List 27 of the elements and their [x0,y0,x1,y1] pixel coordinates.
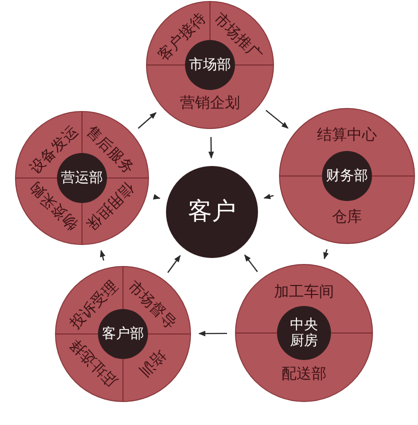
segment-label: 配送部 [282,364,326,384]
department-circle [185,40,235,90]
arrow [167,255,181,273]
arrow [323,249,329,260]
department-circle [98,309,148,359]
arrow [264,194,274,200]
arrow [244,254,258,272]
segment-label: 加工车间 [274,282,334,302]
arrow [152,194,160,200]
segment-label: 结算中心 [317,126,377,145]
arrow [208,136,214,159]
arrow [100,250,106,261]
circle-label: 中央厨房 [289,316,319,350]
segment-label: 营销企划 [180,94,240,113]
department-circle [57,153,107,203]
arrow [138,112,157,129]
arrow [266,110,288,129]
circle-label: 财务部 [326,168,368,184]
department-circle [322,151,372,201]
circle-label: 营运部 [61,170,103,186]
circle-label: 客户部 [102,326,144,342]
circle-label: 市场部 [189,56,231,74]
segment-label: 培训 [134,346,170,380]
arrow [198,330,227,336]
department-circle [277,306,331,360]
circle-label: 客户 [188,198,236,226]
segment-label: 仓库 [332,207,362,226]
